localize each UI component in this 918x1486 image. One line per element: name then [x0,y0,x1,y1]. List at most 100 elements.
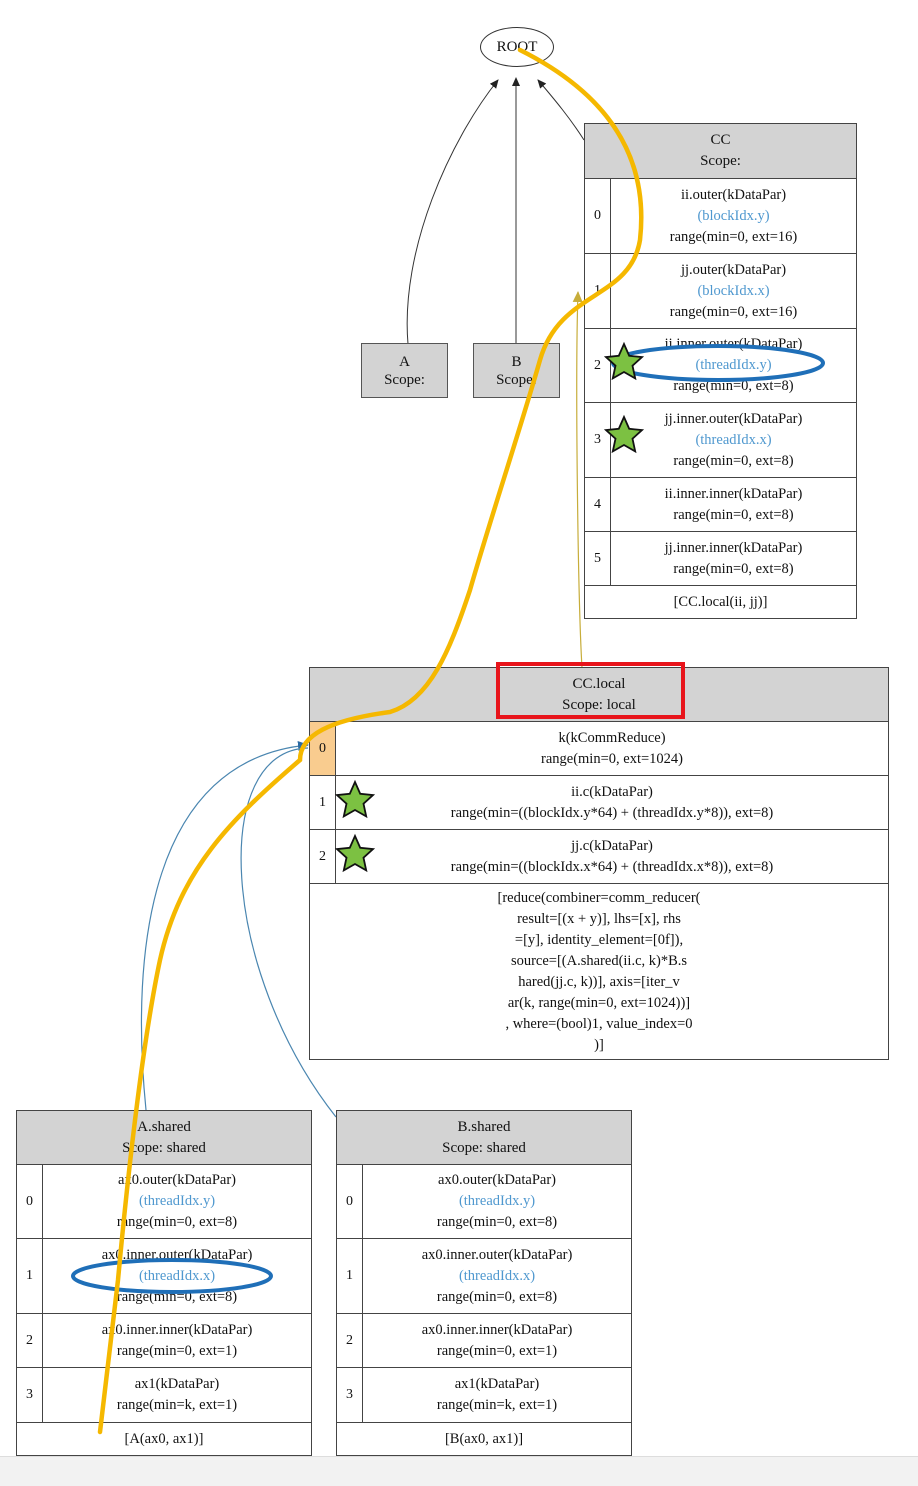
reduce-line: source=[(A.shared(ii.c, k)*B.s [510,952,688,969]
bshared-row-thread: (threadIdx.x) [458,1267,536,1284]
cclocal-row-axis: k(kCommReduce) [558,729,666,746]
cc-row-range: range(min=0, ext=8) [673,452,794,469]
cclocal-row-index: 0 [310,722,336,775]
cc-row-range: range(min=0, ext=16) [669,303,798,320]
bottom-strip [0,1456,918,1486]
edge-cclocal-to-cc [572,291,583,669]
cc-row-thread: (threadIdx.y) [695,357,772,373]
cclocal-row-axis: ii.c(kDataPar) [571,783,653,800]
stage-b-shared-title: B.shared [457,1118,511,1135]
cc-row-axis: ii.inner.inner(kDataPar) [664,485,803,502]
stage-cc[interactable]: CC Scope: 0 ii.outer(kDataPar)(blockIdx.… [584,123,857,619]
stage-cc-scope: Scope: [700,153,741,169]
reduce-line: ar(k, range(min=0, ext=1024))] [507,994,691,1011]
node-b-scope: Scope: [496,371,537,388]
cc-row-index: 5 [585,532,611,585]
stage-cc-local-scope: Scope: local [562,696,636,713]
stage-a-shared-title: A.shared [137,1118,191,1135]
stage-cc-local-footer: [reduce(combiner=comm_reducer( result=[(… [310,884,888,1059]
ashared-row-axis: ax1(kDataPar) [134,1376,220,1392]
cc-row-axis: jj.inner.outer(kDataPar) [664,410,803,427]
stage-b-shared[interactable]: B.shared Scope: shared 0 ax0.outer(kData… [336,1110,632,1456]
bshared-row-range: range(min=k, ext=1) [436,1397,558,1413]
cc-row-0: 0 ii.outer(kDataPar)(blockIdx.y)range(mi… [585,179,856,254]
cc-row-range: range(min=0, ext=8) [673,506,794,523]
root-label: ROOT [496,38,538,55]
node-b-name: B [511,353,522,370]
bshared-row-index: 3 [337,1368,363,1422]
bshared-row-range: range(min=0, ext=8) [436,1214,558,1230]
bshared-row-axis: ax1(kDataPar) [454,1376,540,1392]
cc-row-2: 2 ii.inner.outer(kDataPar) (threadIdx.y) r… [585,329,856,403]
bshared-row-0: 0 ax0.outer(kDataPar)(threadIdx.y)range(… [337,1165,631,1239]
bshared-row-axis: ax0.inner.outer(kDataPar) [421,1246,573,1263]
cc-row-index: 4 [585,478,611,531]
ashared-row-index: 0 [17,1165,43,1238]
cclocal-row-index: 2 [310,830,336,883]
cclocal-row-0: 0 k(kCommReduce)range(min=0, ext=1024) [310,722,888,776]
ashared-row-axis: ax0.inner.inner(kDataPar) [101,1321,253,1338]
cclocal-row-range: range(min=((blockIdx.y*64) + (threadIdx.… [450,804,774,821]
stage-a-shared-scope: Scope: shared [122,1139,206,1156]
reduce-line: hared(jj.c, k))], axis=[iter_v [518,973,680,990]
ashared-row-range: range(min=0, ext=1) [116,1342,238,1359]
stage-a-shared-header: A.shared Scope: shared [17,1111,311,1165]
stage-a-shared-footer: [A(ax0, ax1)] [124,1430,204,1447]
node-a-name: A [399,353,410,370]
cc-row-range: range(min=0, ext=8) [673,560,794,577]
cc-row-axis: ii.inner.outer(kDataPar) [664,336,803,352]
cclocal-row-2: 2 jj.c(kDataPar) range(min=((blockIdx.x*6… [310,830,888,884]
cc-row-4: 4 ii.inner.inner(kDataPar) range(min=0, e… [585,478,856,532]
ashared-row-3: 3 ax1(kDataPar) range(min=k, ext=1) [17,1368,311,1423]
node-a-scope: Scope: [384,371,425,388]
stage-a-shared[interactable]: A.shared Scope: shared 0 ax0.outer(kData… [16,1110,312,1456]
reduce-line: result=[(x + y)], lhs=[x], rhs [517,910,681,927]
ashared-row-0: 0 ax0.outer(kDataPar) (threadIdx.y) range(… [17,1165,311,1239]
ashared-row-range: range(min=0, ext=8) [116,1214,238,1230]
ashared-row-range: range(min=k, ext=1) [116,1397,238,1413]
cc-row-5: 5 jj.inner.inner(kDataPar) range(min=0, e… [585,532,856,586]
bshared-row-axis: ax0.inner.inner(kDataPar) [421,1321,573,1338]
stage-b-shared-footer: [B(ax0, ax1)] [444,1430,524,1447]
reduce-line: [reduce(combiner=comm_reducer( [497,889,701,906]
cc-row-index: 2 [585,329,611,402]
cc-row-index: 0 [585,179,611,253]
reduce-line: )] [594,1036,604,1053]
cc-row-index: 1 [585,254,611,328]
bshared-row-range: range(min=0, ext=8) [436,1288,558,1305]
ashared-row-index: 2 [17,1314,43,1367]
ashared-row-1: 1 ax0.inner.outer(kDataPar)(threadIdx.x)… [17,1239,311,1314]
edge-a-to-root [406,79,499,345]
cc-row-1: 1 jj.outer(kDataPar)(blockIdx.x)range(mi… [585,254,856,329]
cclocal-row-1: 1 ii.c(kDataPar) range(min=((blockIdx.y*6… [310,776,888,830]
ashared-row-2: 2 ax0.inner.inner(kDataPar) range(min=0, … [17,1314,311,1368]
cc-row-range: range(min=0, ext=8) [673,378,794,394]
bshared-row-index: 1 [337,1239,363,1313]
stage-b-shared-header: B.shared Scope: shared [337,1111,631,1165]
bshared-row-1: 1 ax0.inner.outer(kDataPar) (threadIdx.x)… [337,1239,631,1314]
edge-cc-to-root [537,79,585,141]
reduce-line: , where=(bool)1, value_index=0 [505,1015,693,1032]
cclocal-row-range: range(min=((blockIdx.x*64) + (threadIdx.… [450,858,774,875]
ashared-row-range: range(min=0, ext=8) [116,1288,238,1305]
stage-cc-local[interactable]: CC.local Scope: local 0 k(kCommReduce)ra… [309,667,889,1060]
cc-row-axis: jj.outer(kDataPar) [680,261,787,278]
cclocal-row-index: 1 [310,776,336,829]
cc-row-range: range(min=0, ext=16) [669,228,798,245]
node-b[interactable]: B Scope: [473,343,560,398]
ashared-row-thread: (threadIdx.y) [138,1193,216,1209]
stage-b-shared-scope: Scope: shared [442,1139,526,1156]
node-a[interactable]: A Scope: [361,343,448,398]
cc-row-axis: ii.outer(kDataPar) [680,186,787,203]
cc-row-index: 3 [585,403,611,477]
bshared-row-thread: (threadIdx.y) [458,1193,536,1209]
ashared-row-thread: (threadIdx.x) [138,1267,216,1284]
bshared-row-3: 3 ax1(kDataPar) range(min=k, ext=1) [337,1368,631,1423]
stage-cc-title: CC [710,132,731,148]
root-node[interactable]: ROOT [480,27,554,67]
ashared-row-axis: ax0.outer(kDataPar) [118,1172,236,1188]
cclocal-row-axis: jj.c(kDataPar) [571,837,653,854]
ashared-row-index: 3 [17,1368,43,1422]
edge-ashared-to-cclocal [140,740,309,1111]
cc-row-axis: jj.inner.inner(kDataPar) [664,539,803,556]
